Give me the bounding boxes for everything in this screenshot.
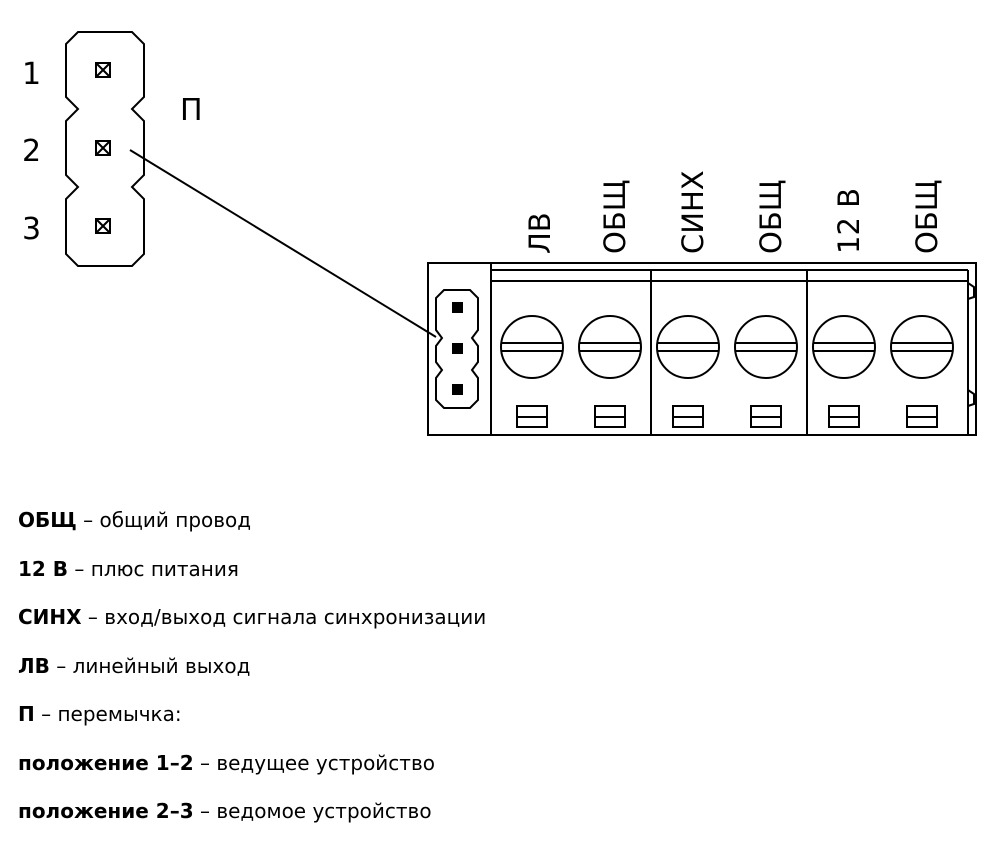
- legend-text: ведущее устройство: [216, 750, 435, 775]
- legend-text: ведомое устройство: [216, 799, 432, 823]
- terminal-label-sinh: СИНХ: [676, 170, 710, 254]
- screw-head: [578, 315, 642, 379]
- screw-head: [812, 315, 876, 379]
- legend-item-obsh: ОБЩ – общий провод: [18, 508, 486, 532]
- screw-terminal-1: [500, 315, 564, 428]
- screw-head: [890, 315, 954, 379]
- legend-separator: –: [193, 750, 217, 775]
- legend-abbr: СИНХ: [18, 605, 82, 629]
- legend-separator: –: [193, 799, 217, 823]
- legend-abbr: ОБЩ: [18, 508, 77, 532]
- legend-separator: –: [49, 653, 73, 678]
- socket-pin-2: [452, 343, 463, 354]
- legend-text: линейный выход: [72, 653, 251, 678]
- terminal-labels: ЛВ ОБЩ СИНХ ОБЩ 12 В ОБЩ: [523, 170, 944, 254]
- legend-abbr: П: [18, 702, 35, 726]
- legend-abbr: положение 2–3: [18, 799, 194, 823]
- legend-text: плюс питания: [90, 556, 239, 581]
- jumper-label: П: [180, 93, 203, 128]
- legend-separator: –: [76, 508, 100, 532]
- terminal-label-obsh-3: ОБЩ: [910, 180, 944, 254]
- screw-terminal-4: [734, 315, 798, 428]
- terminal-label-obsh-2: ОБЩ: [754, 180, 788, 254]
- jumper-pin-number-2: 2: [22, 134, 41, 169]
- screw-terminal-6: [890, 315, 954, 428]
- legend-abbr: положение 1–2: [18, 750, 194, 775]
- legend-item-12v: 12 В – плюс питания: [18, 557, 486, 581]
- terminal-board: [427, 262, 977, 436]
- jumper-pin-2: [95, 140, 111, 156]
- screw-head: [734, 315, 798, 379]
- screw-terminals: [500, 315, 954, 428]
- jumper-pin-number-1: 1: [22, 57, 41, 92]
- terminal-label-12v: 12 В: [832, 188, 866, 254]
- jumper-pin-3: [95, 218, 111, 234]
- legend-item-position-1-2: положение 1–2 – ведущее устройство: [18, 751, 486, 775]
- screw-terminal-5: [812, 315, 876, 428]
- legend-item-lv: ЛВ – линейный выход: [18, 654, 486, 678]
- jumper-pin-1: [95, 62, 111, 78]
- socket-pin-1: [452, 302, 463, 313]
- legend-separator: –: [34, 702, 58, 726]
- terminal-label-obsh-1: ОБЩ: [598, 180, 632, 254]
- legend-text: общий провод: [99, 508, 252, 532]
- legend-text: вход/выход сигнала синхронизации: [104, 605, 487, 629]
- legend-separator: –: [81, 605, 105, 629]
- legend: ОБЩ – общий провод 12 В – плюс питания С…: [18, 508, 486, 848]
- socket-pin-3: [452, 384, 463, 395]
- screw-head: [500, 315, 564, 379]
- legend-item-sinh: СИНХ – вход/выход сигнала синхронизации: [18, 605, 486, 629]
- legend-text: перемычка:: [57, 702, 182, 726]
- terminal-label-lv: ЛВ: [523, 212, 557, 254]
- terminal-block-body: [490, 263, 975, 435]
- leader-line: [129, 149, 437, 338]
- legend-separator: –: [68, 556, 91, 581]
- jumper-header-outline: [65, 31, 145, 267]
- screw-head: [656, 315, 720, 379]
- jumper-socket: [435, 289, 479, 409]
- legend-item-p: П – перемычка:: [18, 702, 486, 726]
- jumper-pin-number-3: 3: [22, 212, 41, 247]
- legend-item-position-2-3: положение 2–3 – ведомое устройство: [18, 799, 486, 823]
- screw-terminal-2: [578, 315, 642, 428]
- legend-abbr: 12 В: [18, 556, 69, 581]
- legend-abbr: ЛВ: [18, 653, 50, 678]
- connection-diagram: 1 2 3 П ЛВ ОБЩ СИНХ ОБЩ 12 В ОБЩ: [22, 31, 977, 436]
- screw-terminal-3: [656, 315, 720, 428]
